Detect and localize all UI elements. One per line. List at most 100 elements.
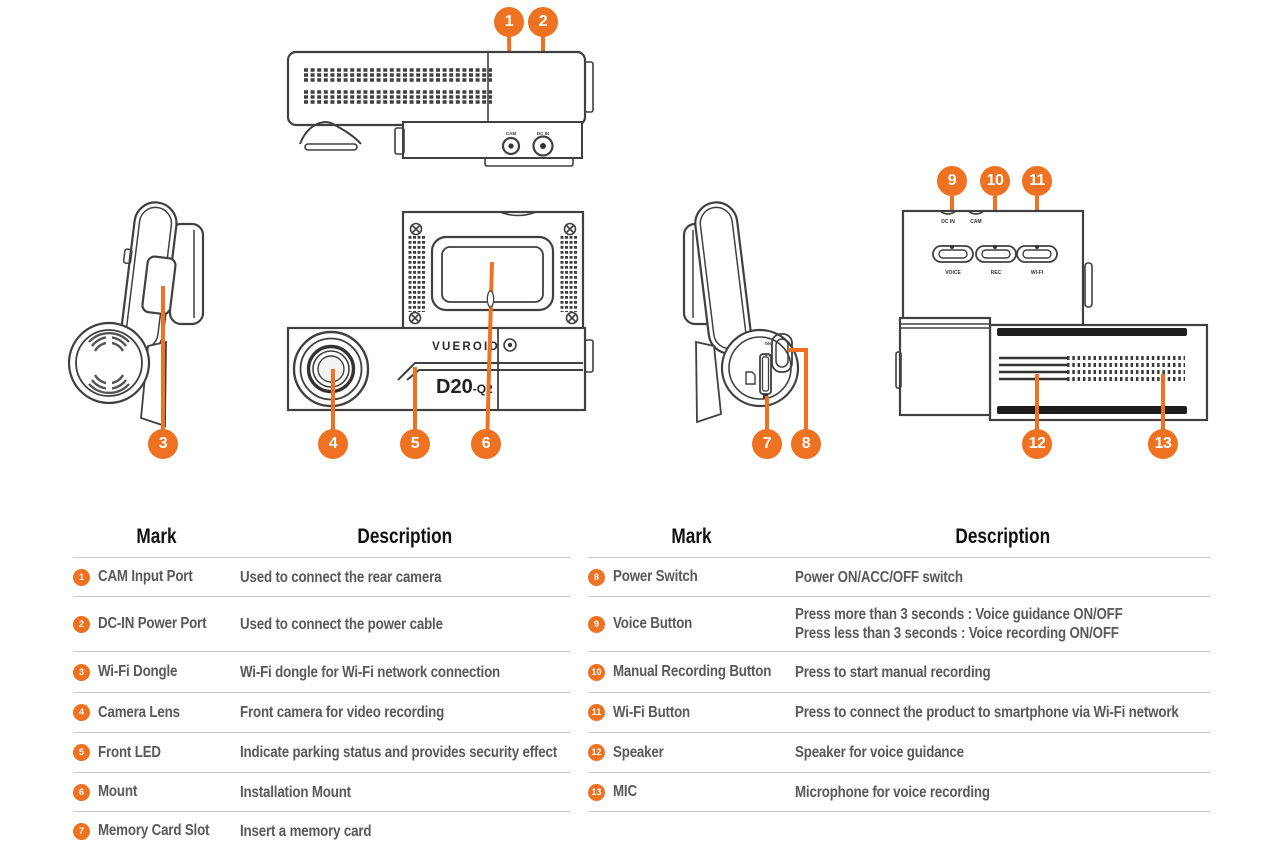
mark-badge: 10 [588, 663, 605, 681]
callout-3: 3 [148, 429, 178, 459]
callout-7: 7 [752, 429, 782, 459]
table-row: 6 Mount Installation Mount [73, 773, 570, 812]
table-row: 11 Wi-Fi Button Press to connect the produ… [588, 693, 1210, 733]
table-row: 3 Wi-Fi Dongle Wi-Fi dongle for Wi-Fi netw… [73, 652, 570, 693]
description-header: Description [955, 525, 1050, 548]
description-line: Front camera for video recording [240, 704, 445, 721]
description-cell: Press to start manual recording [795, 663, 1210, 682]
callout-5: 5 [400, 429, 430, 459]
description-cell: Power ON/ACC/OFF switch [795, 568, 1210, 587]
mark-label: DC-IN Power Port [98, 615, 207, 632]
brand-logo: VUEROID [432, 341, 500, 353]
mark-cell: 11 Wi-Fi Button [588, 704, 795, 722]
mark-label: Mount [98, 783, 138, 800]
rear-cam-label: CAM [970, 219, 981, 225]
description-header: Description [357, 525, 453, 548]
mark-label: Memory Card Slot [98, 822, 210, 839]
table-row: 9 Voice Button Press more than 3 seconds :… [588, 597, 1210, 652]
callout-13: 13 [1148, 429, 1178, 459]
mark-label: Wi-Fi Dongle [98, 663, 178, 680]
description-cell: Used to connect the power cable [240, 615, 570, 634]
description-cell: Indicate parking status and provides sec… [240, 743, 609, 762]
description-cell: Speaker for voice guidance [795, 743, 1210, 762]
description-cell: Press more than 3 seconds : Voice guidan… [795, 605, 1210, 643]
callout-2: 2 [528, 7, 558, 37]
top-view-diagram: CAM DC IN [286, 35, 594, 167]
callout-11: 11 [1022, 166, 1052, 196]
description-cell: Press to connect the product to smartpho… [795, 703, 1241, 722]
description-cell: Wi-Fi dongle for Wi-Fi network connectio… [240, 663, 570, 682]
description-line: Power ON/ACC/OFF switch [795, 568, 963, 586]
mount-screws [408, 222, 579, 325]
sd-card-icon [745, 371, 756, 385]
description-line: Press more than 3 seconds : Voice guidan… [795, 606, 1123, 623]
left-side-view-diagram [68, 201, 205, 446]
mark-badge: 6 [73, 783, 90, 801]
callout-4: 4 [318, 429, 348, 459]
top-port-cam-label: CAM [506, 131, 516, 136]
callout-8: 8 [791, 429, 821, 459]
front-view-diagram: VUEROID D20-Q2 [286, 210, 594, 447]
description-cell: Front camera for video recording [240, 703, 570, 722]
table-row: 5 Front LED Indicate parking status and pr… [73, 733, 570, 773]
mark-cell: 9 Voice Button [588, 615, 795, 633]
description-line: Wi-Fi dongle for Wi-Fi network connectio… [240, 663, 501, 681]
callout-6: 6 [471, 429, 501, 459]
device-diagram-area: CAM DC IN [68, 7, 1209, 459]
switch-off-label: OFF [763, 353, 772, 358]
description-line: Used to connect the rear camera [240, 568, 442, 586]
description-line: Indicate parking status and provides sec… [240, 744, 558, 761]
mark-cell: 5 Front LED [73, 744, 240, 762]
description-cell: Insert a memory card [240, 822, 570, 841]
mark-badge: 3 [73, 663, 90, 681]
switch-on-label: ON [765, 341, 771, 346]
rear-dcin-label: DC IN [941, 219, 955, 225]
table-header: Mark Description [73, 517, 570, 558]
mark-label: Speaker [613, 743, 664, 761]
table-row: 7 Memory Card Slot Insert a memory card [73, 812, 570, 849]
wifi-button-label: WI-FI [1031, 270, 1044, 276]
mark-badge: 7 [73, 822, 90, 840]
mark-cell: 10 Manual Recording Button [588, 663, 795, 681]
rec-button-label: REC [991, 270, 1002, 276]
description-line: Press to start manual recording [795, 663, 991, 681]
voice-button-label: VOICE [945, 270, 961, 276]
mark-label: Manual Recording Button [613, 663, 772, 680]
mark-badge: 11 [588, 704, 605, 721]
mark-cell: 3 Wi-Fi Dongle [73, 663, 240, 681]
front-led [397, 362, 583, 381]
mark-badge: 5 [73, 744, 90, 761]
mic-vents [1067, 356, 1185, 381]
mark-label: Voice Button [613, 615, 693, 632]
table-header: Mark Description [588, 517, 1210, 558]
mark-badge: 9 [588, 615, 605, 633]
description-cell: Installation Mount [240, 783, 570, 802]
description-cell: Microphone for voice recording [795, 783, 1210, 802]
mark-label: Wi-Fi Button [613, 703, 691, 721]
description-line: Press to connect the product to smartpho… [795, 704, 1179, 721]
mark-label: Front LED [98, 743, 161, 761]
mark-label: MIC [613, 783, 637, 800]
description-line: Press less than 3 seconds : Voice record… [795, 625, 1119, 642]
top-vents [304, 68, 492, 104]
top-port-dcin-label: DC IN [537, 131, 549, 136]
mark-label: Power Switch [613, 568, 698, 585]
description-line: Microphone for voice recording [795, 783, 990, 801]
description-line: Installation Mount [240, 783, 351, 801]
callout-1: 1 [494, 7, 524, 37]
mark-badge: 4 [73, 704, 90, 721]
table-row: 10 Manual Recording Button Press to start … [588, 652, 1210, 693]
power-switch: ON OFF [763, 333, 793, 373]
